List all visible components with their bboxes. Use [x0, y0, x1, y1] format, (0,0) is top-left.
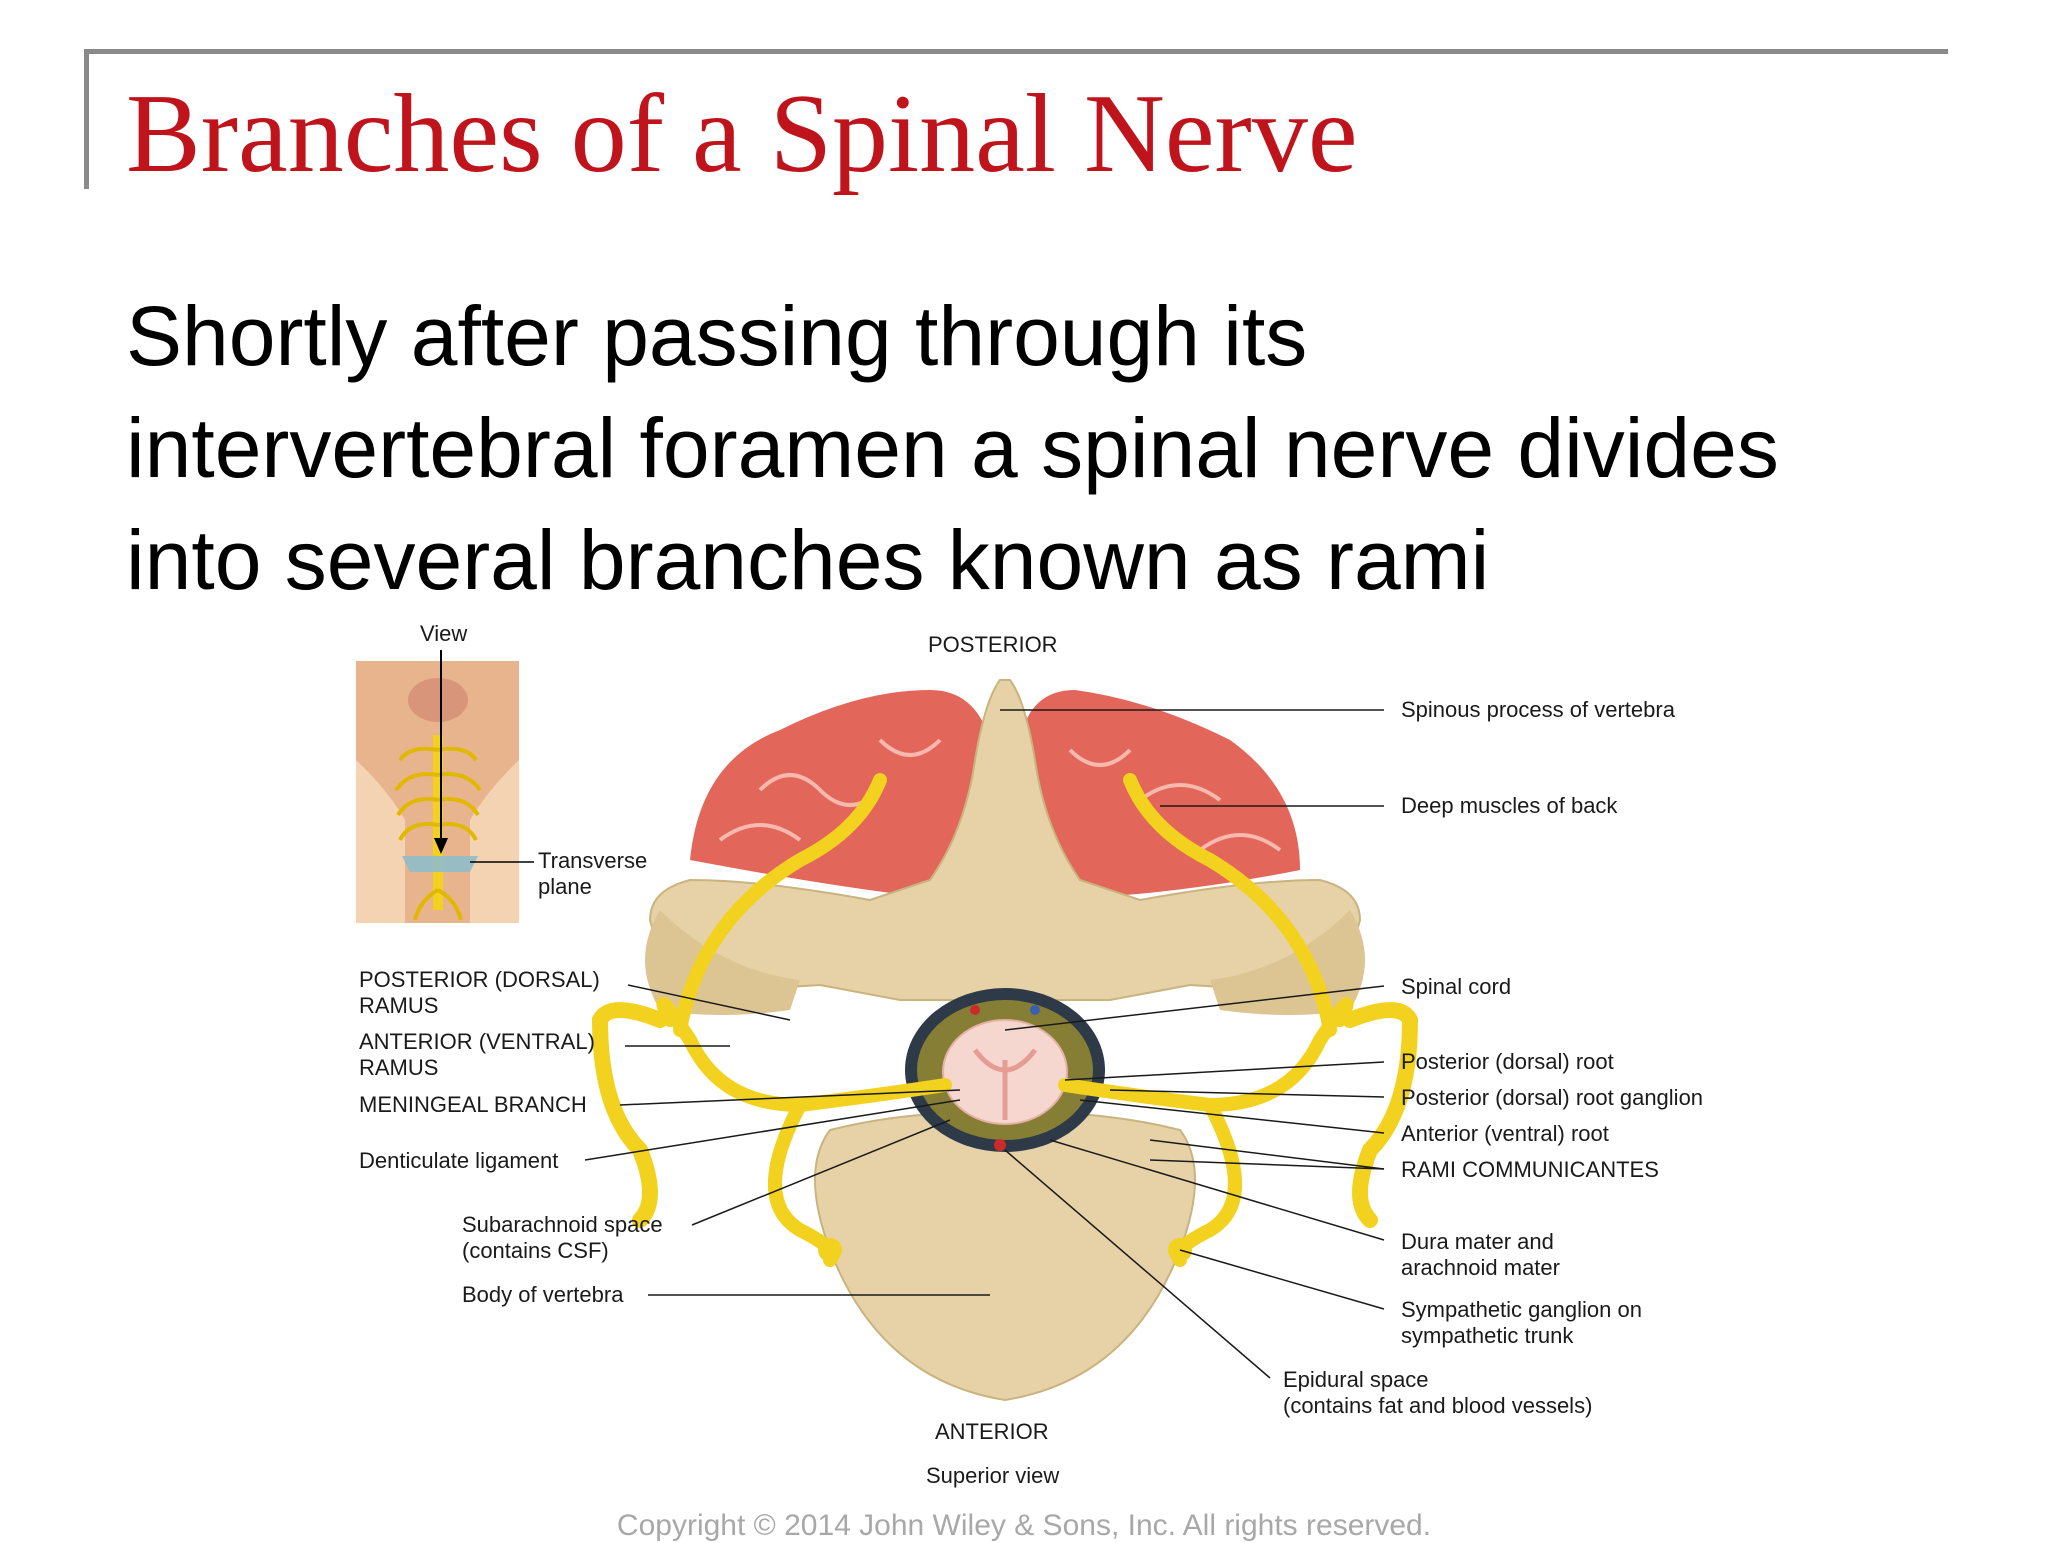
view-caption: Superior view [926, 1463, 1059, 1488]
label-dura-2: arachnoid mater [1401, 1255, 1560, 1280]
label-anterior-ramus-1: ANTERIOR (VENTRAL) [359, 1029, 595, 1054]
slide-body: Shortly after passing through its interv… [126, 280, 2006, 616]
label-spinal-cord: Spinal cord [1401, 974, 1511, 999]
deep-muscles-right [1010, 690, 1300, 900]
label-posterior-ramus-1: POSTERIOR (DORSAL) [359, 967, 600, 992]
sympathetic-ganglion-left [818, 1238, 842, 1262]
label-posterior-ramus-2: RAMUS [359, 993, 438, 1018]
label-body-of-vertebra: Body of vertebra [462, 1282, 624, 1307]
label-epidural-1: Epidural space [1283, 1367, 1429, 1392]
inset-mouth [408, 678, 468, 722]
body-line-2: intervertebral foramen a spinal nerve di… [126, 401, 1779, 495]
epidural-vessel [994, 1139, 1006, 1151]
orientation-anterior: ANTERIOR [935, 1419, 1049, 1444]
label-anterior-ramus-2: RAMUS [359, 1055, 438, 1080]
label-anterior-root: Anterior (ventral) root [1401, 1121, 1609, 1146]
inset-plane-label-2: plane [538, 874, 592, 899]
epidural-vessel [1030, 1005, 1040, 1015]
copyright-notice: Copyright © 2014 John Wiley & Sons, Inc.… [616, 1509, 1432, 1542]
label-deep-muscles: Deep muscles of back [1401, 793, 1618, 818]
vertebral-arch [648, 679, 1362, 1001]
deep-muscles-left [690, 690, 1000, 901]
spinal-cord-gray-matter [973, 1048, 1037, 1120]
posterior-ramus-branches [591, 1002, 1419, 1228]
label-denticulate-ligament: Denticulate ligament [359, 1148, 558, 1173]
body-line-3: into several branches known as rami [126, 513, 1490, 607]
vertebra-cross-section [591, 679, 1419, 1402]
inset-nerves [394, 746, 482, 921]
label-dura-1: Dura mater and [1401, 1229, 1554, 1254]
label-sympathetic-1: Sympathetic ganglion on [1401, 1297, 1642, 1322]
arrow-down-icon [434, 838, 448, 854]
inset-transverse-plane [402, 856, 478, 872]
label-posterior-root: Posterior (dorsal) root [1401, 1049, 1614, 1074]
inset-view-label: View [420, 621, 467, 646]
label-subarachnoid-1: Subarachnoid space [462, 1212, 663, 1237]
inset-illustration: View Transverse plane [356, 621, 647, 923]
label-spinous-process: Spinous process of vertebra [1401, 697, 1676, 722]
label-epidural-2: (contains fat and blood vessels) [1283, 1393, 1592, 1418]
label-meningeal-branch: MENINGEAL BRANCH [359, 1092, 587, 1117]
frame-left-rule [84, 49, 89, 189]
epidural-vessel [970, 1005, 980, 1015]
frame-top-rule [84, 49, 1948, 54]
leader-lines [584, 709, 1385, 1379]
vertebral-body [814, 1110, 1196, 1402]
slide-title: Branches of a Spinal Nerve [126, 72, 1358, 196]
spinal-nerves [656, 773, 1354, 1267]
label-posterior-root-ganglion: Posterior (dorsal) root ganglion [1401, 1085, 1703, 1110]
label-sympathetic-2: sympathetic trunk [1401, 1323, 1574, 1348]
inset-plane-label-1: Transverse [538, 848, 647, 873]
orientation-posterior: POSTERIOR [928, 632, 1058, 657]
label-subarachnoid-2: (contains CSF) [462, 1238, 609, 1263]
label-rami-communicantes: RAMI COMMUNICANTES [1401, 1157, 1659, 1182]
body-line-1: Shortly after passing through its [126, 289, 1308, 383]
